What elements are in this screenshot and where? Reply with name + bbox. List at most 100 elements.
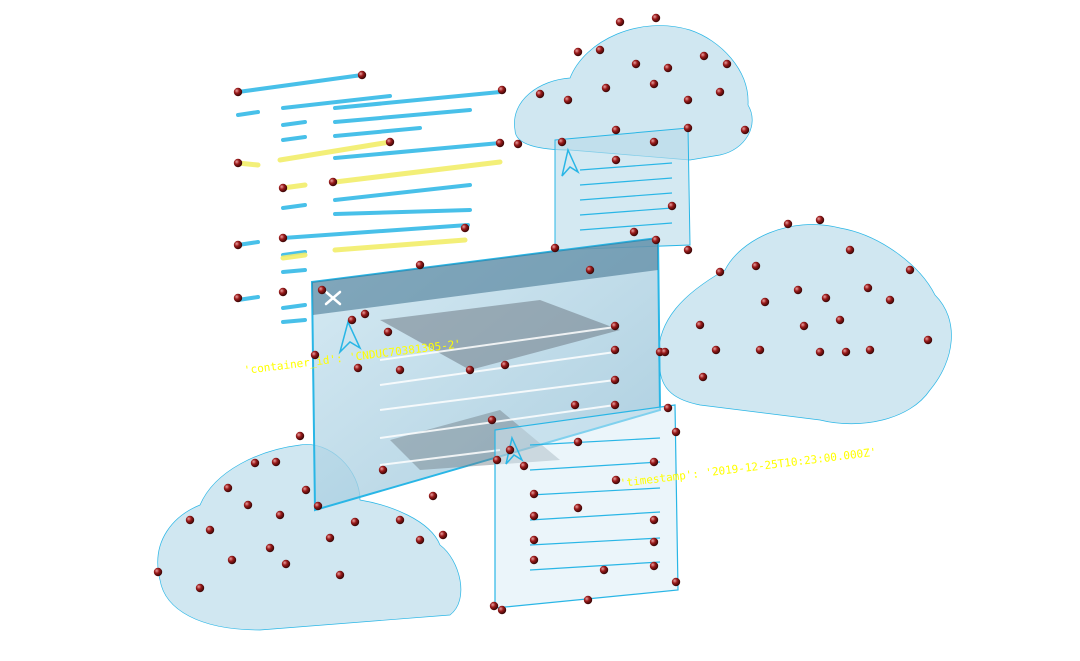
mesh-node <box>310 350 320 360</box>
close-icon[interactable] <box>324 290 342 306</box>
mesh-node <box>350 517 360 527</box>
mesh-node <box>353 363 363 373</box>
mesh-node <box>360 309 370 319</box>
mesh-node <box>595 45 605 55</box>
mesh-node <box>281 559 291 569</box>
mesh-node <box>835 315 845 325</box>
mesh-node <box>428 491 438 501</box>
mesh-node <box>611 155 621 165</box>
mesh-node <box>573 437 583 447</box>
mesh-node <box>233 240 243 250</box>
lower-table <box>494 404 679 609</box>
mesh-node <box>583 595 593 605</box>
mesh-node <box>301 485 311 495</box>
mesh-node <box>271 457 281 467</box>
mesh-node <box>223 483 233 493</box>
mesh-node <box>651 13 661 23</box>
mesh-node <box>815 215 825 225</box>
mesh-node <box>610 345 620 355</box>
mesh-node <box>698 372 708 382</box>
mesh-node <box>378 465 388 475</box>
mesh-node <box>585 265 595 275</box>
mesh-node <box>278 233 288 243</box>
mesh-node <box>751 261 761 271</box>
mesh-node <box>513 139 523 149</box>
mesh-node <box>497 605 507 615</box>
mesh-node <box>699 51 709 61</box>
mesh-node <box>671 427 681 437</box>
cloud-bottom-left <box>157 444 462 631</box>
mesh-node <box>233 87 243 97</box>
mesh-node <box>383 327 393 337</box>
mesh-node <box>460 223 470 233</box>
mesh-nodes <box>153 13 933 615</box>
mesh-node <box>923 335 933 345</box>
mesh-node <box>573 47 583 57</box>
mesh-node <box>550 243 560 253</box>
cursor-icon <box>338 147 580 465</box>
mesh-node <box>492 455 502 465</box>
mesh-node <box>845 245 855 255</box>
mesh-node <box>205 525 215 535</box>
mesh-node <box>317 285 327 295</box>
mesh-node <box>153 567 163 577</box>
mesh-node <box>799 321 809 331</box>
mesh-node <box>557 137 567 147</box>
mesh-node <box>649 515 659 525</box>
mesh-node <box>487 415 497 425</box>
mesh-node <box>649 137 659 147</box>
mesh-node <box>695 320 705 330</box>
mesh-node <box>715 267 725 277</box>
mesh-node <box>243 500 253 510</box>
mesh-node <box>500 360 510 370</box>
mesh-node <box>683 245 693 255</box>
mesh-node <box>649 79 659 89</box>
mesh-node <box>233 293 243 303</box>
mesh-node <box>660 347 670 357</box>
mesh-node <box>529 555 539 565</box>
mesh-node <box>497 85 507 95</box>
mesh-node <box>529 535 539 545</box>
mesh-node <box>651 235 661 245</box>
mesh-node <box>715 87 725 97</box>
mesh-node <box>328 177 338 187</box>
mesh-node <box>465 365 475 375</box>
mesh-node <box>865 345 875 355</box>
mesh-node <box>631 59 641 69</box>
mesh-node <box>610 400 620 410</box>
central-window <box>310 236 662 512</box>
mesh-node <box>863 283 873 293</box>
mesh-node <box>505 445 515 455</box>
mesh-node <box>385 137 395 147</box>
mesh-node <box>629 227 639 237</box>
mesh-node <box>415 260 425 270</box>
mesh-node <box>495 138 505 148</box>
mesh-node <box>815 347 825 357</box>
mesh-node <box>573 503 583 513</box>
mesh-node <box>415 535 425 545</box>
mesh-node <box>649 457 659 467</box>
mesh-node <box>905 265 915 275</box>
mesh-node <box>610 321 620 331</box>
mesh-node <box>683 95 693 105</box>
mesh-node <box>722 59 732 69</box>
mesh-node <box>611 475 621 485</box>
mesh-node <box>185 515 195 525</box>
mesh-node <box>711 345 721 355</box>
mesh-node <box>519 461 529 471</box>
mesh-node <box>649 561 659 571</box>
mesh-node <box>335 570 345 580</box>
mesh-node <box>740 125 750 135</box>
mesh-node <box>563 95 573 105</box>
mesh-node <box>611 125 621 135</box>
mesh-node <box>295 431 305 441</box>
mesh-node <box>535 89 545 99</box>
mesh-node <box>601 83 611 93</box>
mesh-node <box>885 295 895 305</box>
mesh-node <box>821 293 831 303</box>
mesh-node <box>755 345 765 355</box>
mesh-node <box>841 347 851 357</box>
mesh-node <box>325 533 335 543</box>
mesh-node <box>529 511 539 521</box>
